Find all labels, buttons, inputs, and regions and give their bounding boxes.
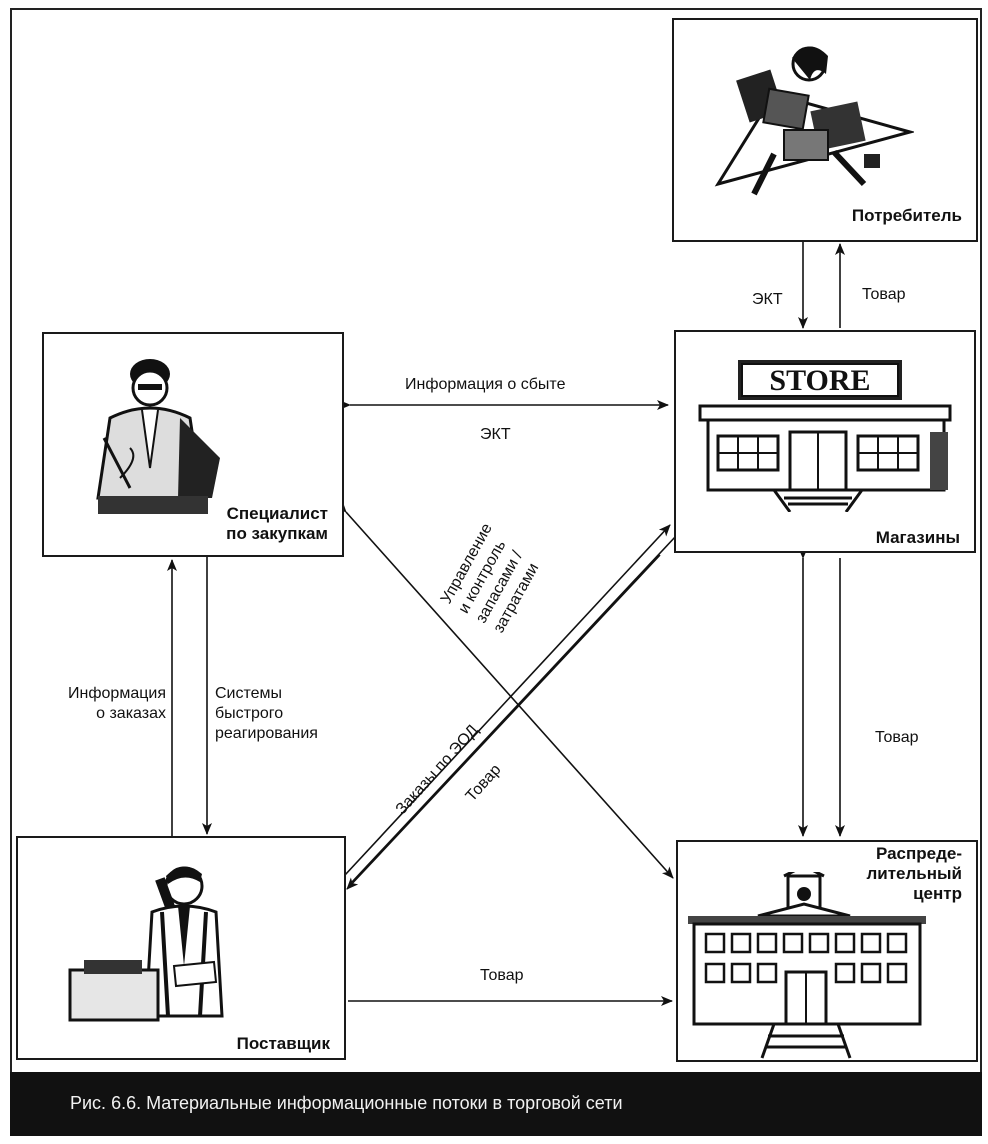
order-info-line-2: о заказах (96, 705, 166, 722)
quick-response-line-3: реагирования (215, 725, 318, 742)
specialist-label-line-2: по закупкам (226, 524, 328, 543)
arrow-edi-orders (344, 524, 671, 876)
label-order-info: Информация о заказах (40, 684, 166, 724)
distribution-center-illustration (688, 872, 926, 1059)
stores-label: Магазины (875, 528, 960, 547)
consumer-label: Потребитель (851, 206, 962, 225)
node-supplier: Поставщик (16, 836, 346, 1060)
label-goods-dc-store: Товар (875, 729, 919, 746)
node-distribution-center: Распреде- лительный центр (676, 840, 978, 1062)
store-sign: STORE (769, 364, 870, 397)
caption-bar: Рис. 6.6. Материальные информационные по… (10, 1072, 982, 1136)
figure-caption: Рис. 6.6. Материальные информационные по… (70, 1093, 623, 1113)
dc-label-line-2: лительный (866, 864, 962, 883)
supplier-illustration (68, 866, 224, 1022)
quick-response-line-1: Системы (215, 685, 283, 702)
distribution-center-label: Распреде- лительный центр (866, 844, 962, 904)
label-ekt-consumer: ЭКТ (752, 291, 783, 308)
order-info-line-1: Информация (68, 685, 166, 702)
label-sales-info: Информация о сбыте (405, 376, 566, 393)
node-purchasing-specialist: Специалист по закупкам (42, 332, 344, 557)
specialist-label-line-1: Специалист (226, 504, 328, 523)
dc-label-line-1: Распреде- (875, 844, 962, 863)
dc-label-line-3: центр (913, 884, 962, 903)
arrow-goods-supplier-to-stores (351, 535, 677, 883)
quick-response-line-2: быстрого (215, 705, 284, 722)
shopper-illustration (714, 46, 914, 196)
node-stores: STORE Магазины (674, 330, 976, 553)
label-goods-to-consumer: Товар (862, 286, 906, 303)
store-illustration: STORE (698, 360, 952, 512)
specialist-label: Специалист по закупкам (226, 504, 328, 544)
specialist-illustration (96, 359, 220, 514)
arrow-goods-stores-to-supplier (346, 554, 661, 890)
label-quick-response: Системы быстрого реагирования (215, 684, 318, 744)
supplier-label: Поставщик (236, 1034, 330, 1053)
label-goods-supplier-dc: Товар (480, 967, 524, 984)
node-consumer: Потребитель (672, 18, 978, 242)
arrow-inventory-control (334, 500, 674, 879)
label-sales-ekt: ЭКТ (480, 426, 511, 443)
